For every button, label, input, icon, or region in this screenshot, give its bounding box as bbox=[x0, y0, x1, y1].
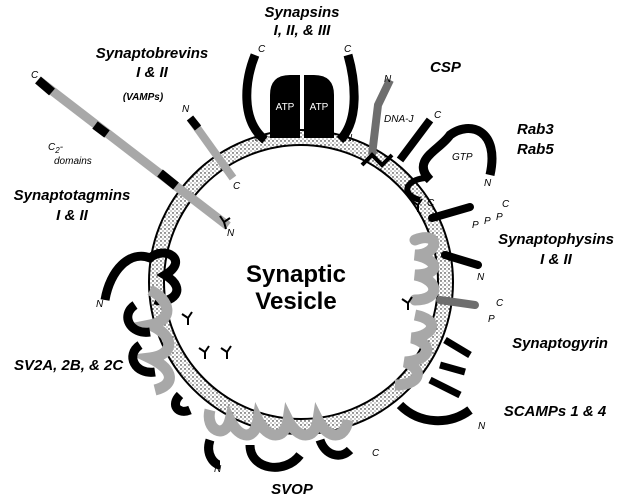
c-terminus: C bbox=[372, 448, 380, 459]
synapsin-protein bbox=[242, 53, 359, 144]
synaptobrevin-protein bbox=[186, 115, 237, 181]
glycosylation-marks bbox=[181, 198, 423, 359]
dnaj-label: DNA-J bbox=[384, 114, 414, 125]
p-site: P bbox=[472, 220, 479, 231]
synaptogyrin-label: Synaptogyrin bbox=[512, 335, 608, 352]
c-terminus: C bbox=[496, 298, 504, 309]
c2-domains-label-2: domains bbox=[54, 156, 92, 167]
atp-label-left: ATP bbox=[276, 102, 295, 113]
synaptotagmins-label-2: I & II bbox=[56, 207, 89, 224]
synaptotagmins-label: Synaptotagmins bbox=[14, 187, 131, 204]
synaptogyrin-protein bbox=[394, 309, 472, 391]
gtp-label: GTP bbox=[452, 152, 473, 163]
synaptophysins-label-2: I & II bbox=[540, 251, 573, 268]
center-label-line2: Vesicle bbox=[255, 288, 336, 315]
atp-label-right: ATP bbox=[310, 102, 329, 113]
rab-protein bbox=[404, 124, 497, 203]
c-terminus: C bbox=[434, 110, 442, 121]
csp-label: CSP bbox=[430, 59, 462, 76]
c-terminus: C bbox=[176, 405, 184, 416]
rab3-label: Rab3 bbox=[517, 121, 554, 138]
c-terminus: C bbox=[344, 44, 352, 55]
svop-label: SVOP bbox=[271, 481, 314, 498]
n-terminus: N bbox=[484, 178, 492, 189]
synapsins-label: Synapsins bbox=[264, 4, 339, 21]
rab5-label: Rab5 bbox=[517, 141, 554, 158]
svop-protein bbox=[203, 402, 354, 472]
n-terminus: N bbox=[477, 272, 485, 283]
n-terminus: N bbox=[214, 464, 222, 475]
n-terminus: N bbox=[384, 74, 392, 85]
sv2-label: SV2A, 2B, & 2C bbox=[14, 357, 124, 374]
synaptotagmin-protein bbox=[35, 76, 231, 230]
c-terminus: C bbox=[31, 70, 39, 81]
scamp-protein bbox=[396, 376, 473, 426]
p-site: P bbox=[488, 314, 495, 325]
sv2-protein bbox=[100, 248, 192, 416]
n-terminus: N bbox=[182, 104, 190, 115]
n-terminus: N bbox=[345, 133, 353, 144]
center-label-line1: Synaptic bbox=[246, 261, 346, 288]
c-terminus: C bbox=[502, 199, 510, 210]
n-terminus: N bbox=[227, 228, 235, 239]
synaptobrevins-label-2: I & II bbox=[136, 64, 169, 81]
csp-protein bbox=[360, 78, 434, 168]
p-site: P bbox=[484, 216, 491, 227]
synaptobrevins-label-3: (VAMPs) bbox=[123, 92, 164, 103]
termini-labels: N C C N C C N N N C N C C P P P N C P N … bbox=[31, 44, 510, 475]
n-terminus: N bbox=[255, 133, 263, 144]
synaptophysins-label: Synaptophysins bbox=[498, 231, 614, 248]
p-site: P bbox=[496, 212, 503, 223]
c-terminus: C bbox=[427, 198, 435, 209]
vesicle-membrane bbox=[148, 129, 454, 435]
c-terminus: C bbox=[233, 181, 241, 192]
c-terminus: C bbox=[258, 44, 266, 55]
synapsins-label-2: I, II, & III bbox=[274, 22, 332, 39]
c2-domains-label: C2- bbox=[48, 142, 64, 155]
synaptobrevins-label: Synaptobrevins bbox=[96, 45, 209, 62]
scamps-label: SCAMPs 1 & 4 bbox=[504, 403, 607, 420]
n-terminus: N bbox=[96, 299, 104, 310]
synaptophysin-protein bbox=[409, 203, 482, 309]
n-terminus: N bbox=[478, 421, 486, 432]
